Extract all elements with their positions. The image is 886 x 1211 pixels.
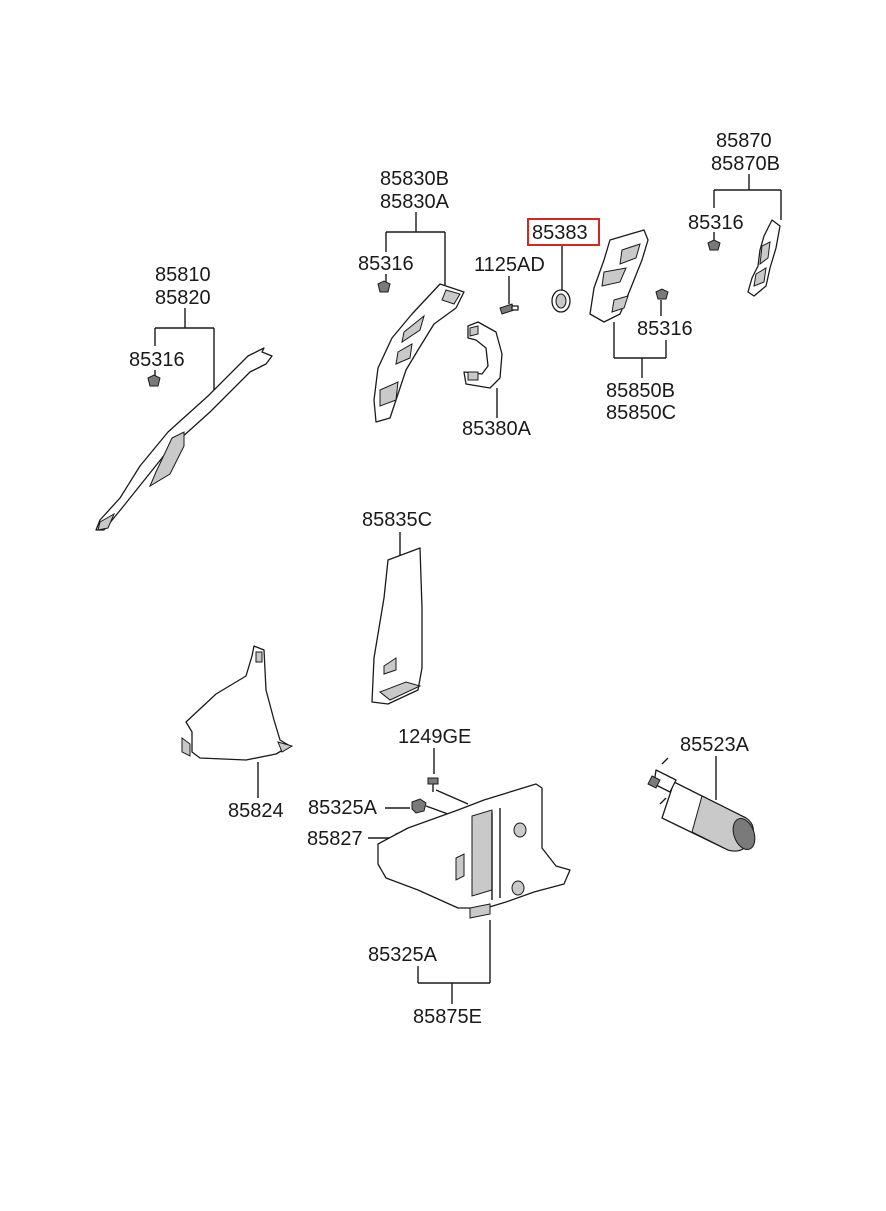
part-85830-pillar-trim [373,283,465,423]
label-85850c[interactable]: 85850C [606,402,676,424]
callout-85810: 85810 85820 85316 [129,264,215,390]
label-85316-top-center[interactable]: 85316 [358,253,414,275]
part-85875e-trim [377,783,571,919]
part-85870-trim [747,219,781,297]
label-85316-left[interactable]: 85316 [129,349,185,371]
clip-85316-left [147,374,161,387]
label-85850b[interactable]: 85850B [606,380,675,402]
label-85870[interactable]: 85870 [716,130,772,152]
part-1125ad-bolt [499,303,519,315]
label-85380a[interactable]: 85380A [462,418,532,440]
callout-85875e: 85325A 85875E [368,920,491,1028]
part-85523a-cylinder [647,757,756,852]
label-85824[interactable]: 85824 [228,800,284,822]
label-85325a-top[interactable]: 85325A [308,797,378,819]
part-85824-trim [181,645,294,761]
label-85875e[interactable]: 85875E [413,1006,482,1028]
label-1249ge[interactable]: 1249GE [398,726,471,748]
clip-85316-top-center [377,280,391,293]
part-85380a-handle [463,321,503,389]
callout-85870: 85870 85870B 85316 [688,130,782,242]
label-85835c[interactable]: 85835C [362,509,432,531]
part-85383-cap [551,289,571,313]
label-85830b[interactable]: 85830B [380,168,449,190]
clip-85316-top-right [707,239,721,251]
label-85316-right[interactable]: 85316 [637,318,693,340]
callout-85850: 85316 85850B 85850C [606,300,693,424]
callout-85325a-top: 85325A [308,797,410,819]
label-85523a[interactable]: 85523A [680,734,750,756]
label-85316-top-right[interactable]: 85316 [688,212,744,234]
callout-85835c: 85835C [362,509,432,560]
part-85850-trim [589,229,649,323]
label-85810[interactable]: 85810 [155,264,211,286]
label-85820[interactable]: 85820 [155,287,211,309]
highlight-box [527,218,600,246]
callout-85383: 85383 [527,218,600,290]
callout-85824: 85824 [228,762,284,822]
label-85827[interactable]: 85827 [307,828,363,850]
callout-85380a: 85380A [462,388,532,440]
clip-85316-right [655,288,669,300]
label-85830a[interactable]: 85830A [380,191,450,213]
label-85383[interactable]: 85383 [532,222,588,244]
callout-1125ad: 1125AD [474,254,545,304]
callout-1249ge: 1249GE [398,726,471,774]
callout-85830: 85830B 85830A 85316 [358,168,450,285]
callout-85523a: 85523A [680,734,750,800]
part-85835c-trim [371,547,423,705]
label-85325a-bottom[interactable]: 85325A [368,944,438,966]
part-85810-a-pillar [95,347,273,531]
label-85870b[interactable]: 85870B [711,153,780,175]
part-1249ge-screw [427,777,469,805]
part-85325a-clip [411,798,449,815]
label-1125ad[interactable]: 1125AD [474,254,545,276]
